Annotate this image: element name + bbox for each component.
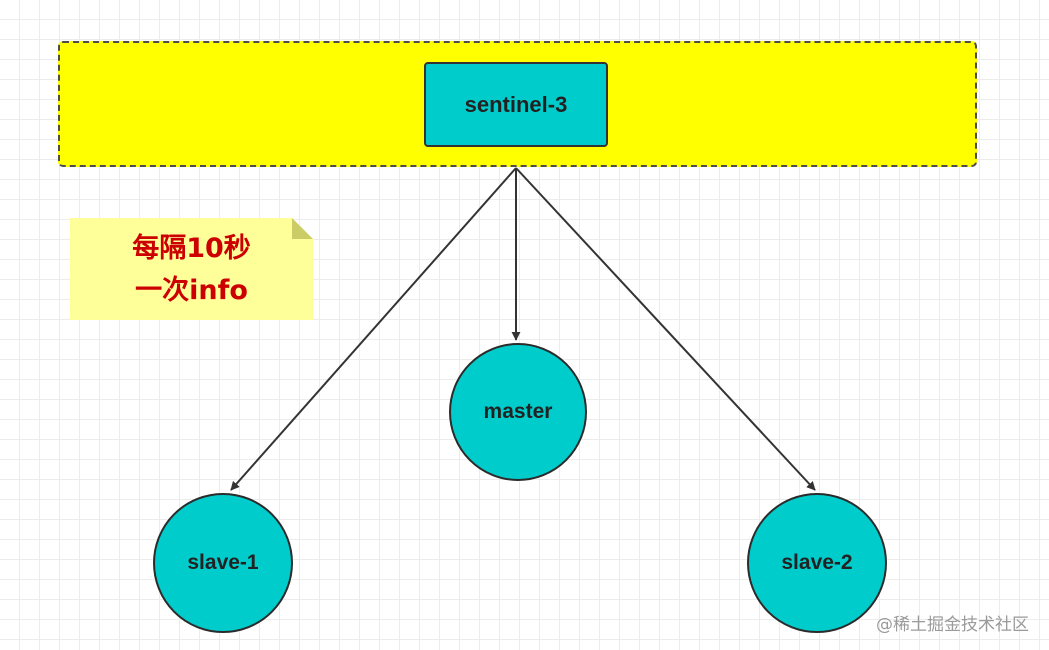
sentinel-3-label: sentinel-3 (464, 91, 568, 117)
note-line-1: 每隔10秒 (132, 233, 251, 264)
master-label: master (483, 400, 553, 423)
note-text: 每隔10秒 一次info (70, 228, 313, 312)
note-line-2: 一次info (135, 275, 248, 306)
slave-1-label: slave-1 (187, 551, 259, 574)
slave-1-node: slave-1 (153, 493, 293, 633)
slave-2-node: slave-2 (747, 493, 887, 633)
master-node: master (449, 343, 587, 481)
slave-2-label: slave-2 (781, 551, 853, 574)
watermark-text: @稀土掘金技术社区 (876, 615, 1029, 635)
sentinel-3-node: sentinel-3 (424, 62, 608, 147)
